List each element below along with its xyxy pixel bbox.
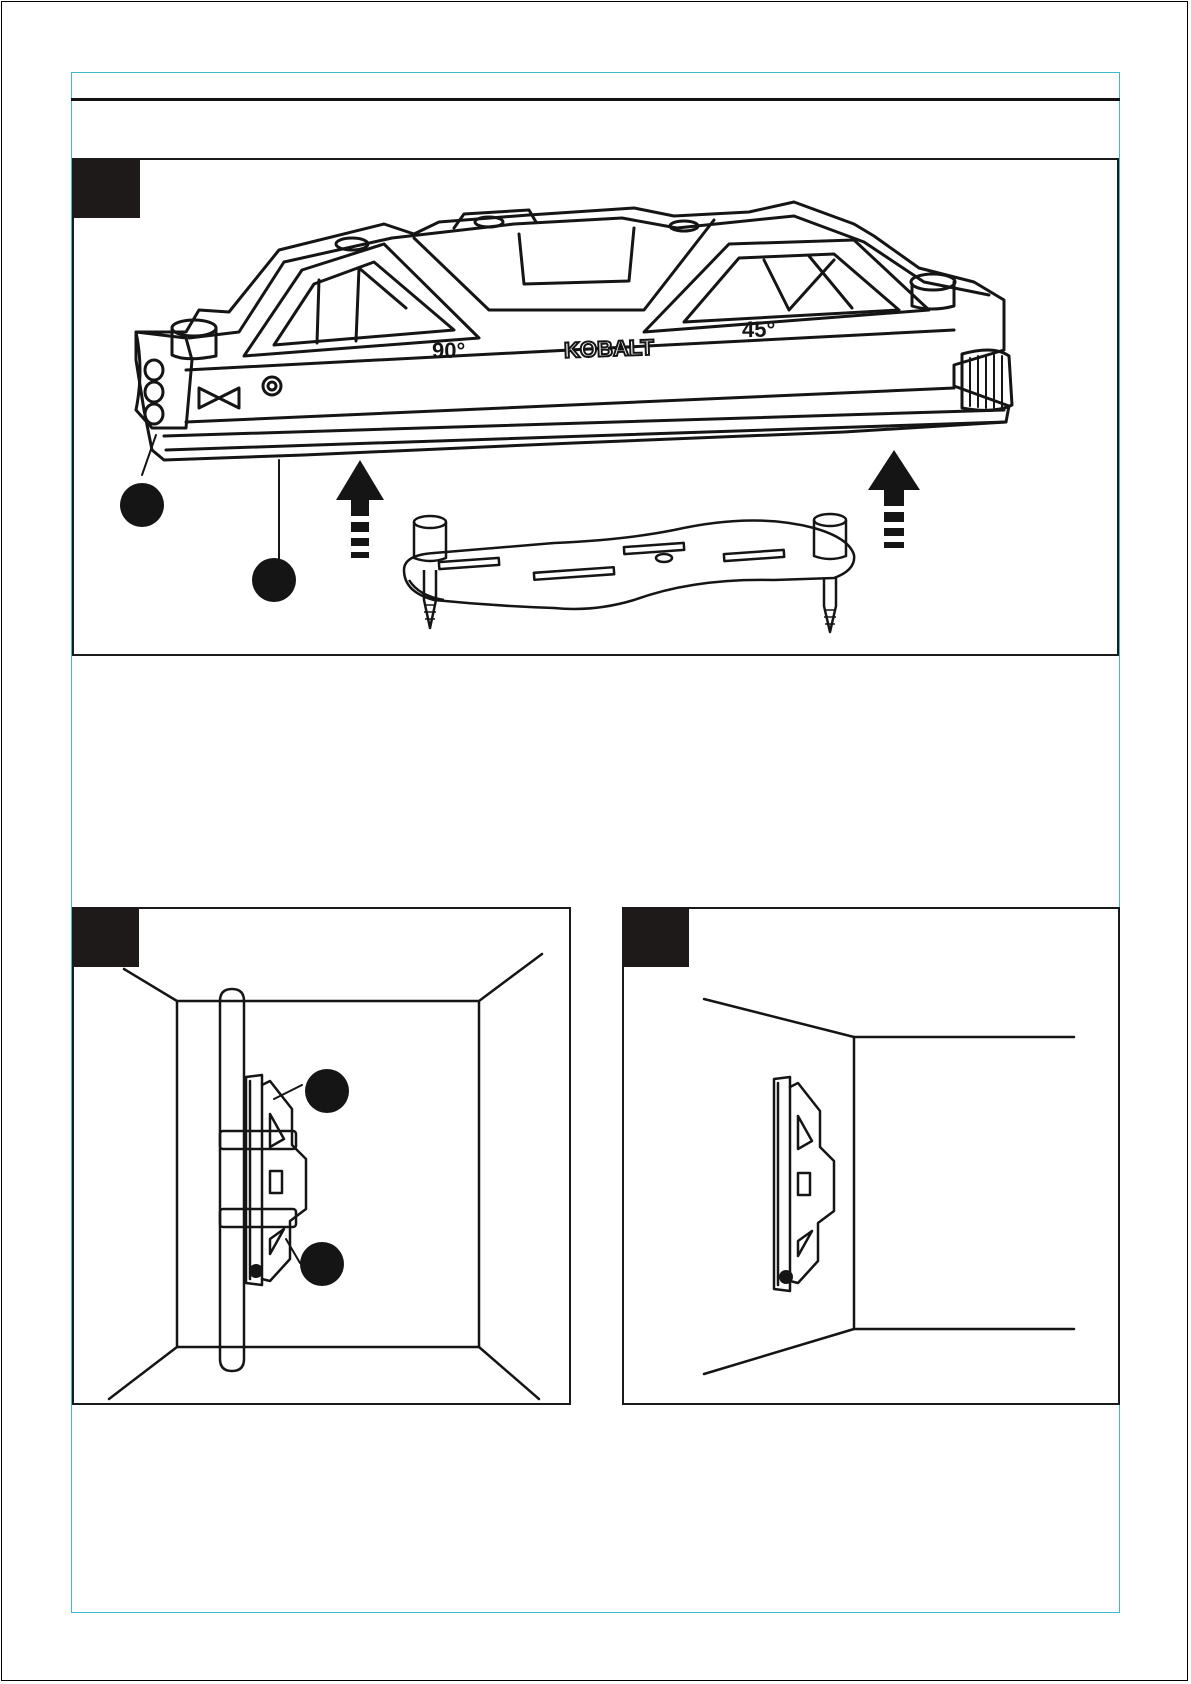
left-window-inner <box>274 262 454 345</box>
center-window <box>519 228 634 284</box>
wall-level-rail <box>774 1077 790 1291</box>
figure-2-panel <box>72 907 571 1405</box>
level-body-outline <box>136 202 1009 460</box>
strap-lower <box>220 1209 296 1227</box>
wall-level-knob <box>779 1270 793 1284</box>
figure-3-panel <box>622 907 1120 1405</box>
level-base-rail-lower <box>166 422 1006 450</box>
callout-circle-2 <box>252 558 296 602</box>
right-window-prism <box>764 256 852 310</box>
header-rule <box>71 98 1120 101</box>
right-top-post-rim <box>911 274 955 290</box>
laser-aperture-bottom <box>145 404 163 424</box>
wall-mount-illustration <box>624 909 1120 1405</box>
room-perspective-lines <box>109 954 542 1399</box>
angle-label-90: 90° <box>432 338 465 363</box>
wall-level-body <box>790 1083 834 1283</box>
laser-aperture-mid <box>145 382 163 402</box>
mounted-level-rail <box>246 1075 262 1285</box>
body-screw <box>263 377 281 395</box>
room-back-wall <box>177 1001 479 1347</box>
pipe <box>220 1001 244 1371</box>
callout-circle-b <box>300 1242 344 1286</box>
center-top-post-mid <box>475 217 503 227</box>
laser-aperture-top <box>145 360 163 380</box>
center-block <box>414 220 714 310</box>
left-top-post-rim <box>172 320 216 336</box>
mounted-level-body <box>262 1081 306 1281</box>
mounting-plate <box>404 514 854 632</box>
level-knob <box>249 1264 263 1278</box>
up-arrow-right <box>868 450 920 548</box>
room-corner-lines <box>704 999 1074 1374</box>
callout-circle-1 <box>120 483 164 527</box>
level-base-rail <box>164 410 1004 436</box>
laser-level-illustration: 90° 45° KOBALT <box>74 160 1119 656</box>
bowtie-marker <box>199 388 239 408</box>
figure-1-panel: 90° 45° KOBALT <box>72 158 1119 656</box>
level-body-line-mid <box>186 388 954 422</box>
pipe-mount-illustration <box>74 909 571 1405</box>
brand-logo: KOBALT <box>564 335 655 363</box>
callout-circle-a <box>305 1069 349 1113</box>
angle-label-45: 45° <box>742 317 775 342</box>
up-arrow-left <box>336 460 384 558</box>
right-window-inner <box>684 254 899 322</box>
